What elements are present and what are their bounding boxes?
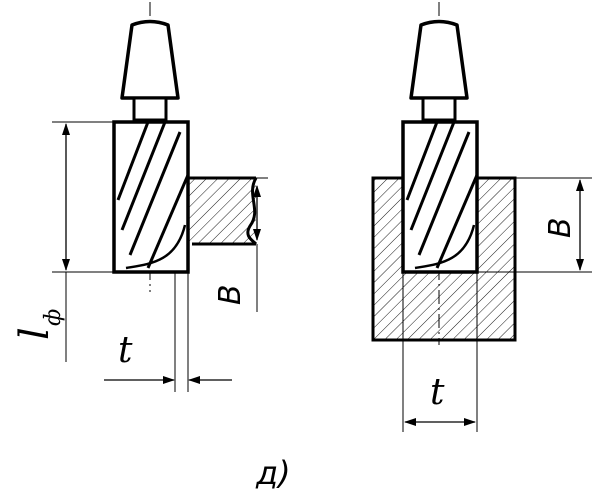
right-view: B t <box>371 2 592 432</box>
right-t-label: t <box>430 372 445 413</box>
right-arbor-neck <box>421 96 457 122</box>
left-b-label: B <box>213 284 248 305</box>
right-b-label: B <box>543 217 578 238</box>
left-view: l ф B t <box>12 2 268 392</box>
left-cutter-flutes <box>116 122 188 270</box>
left-workpiece <box>188 178 256 244</box>
right-arbor-taper <box>409 19 469 100</box>
right-cutter <box>401 120 479 274</box>
lphi-label: l <box>12 327 58 340</box>
left-arbor-neck <box>132 96 168 122</box>
left-t-label: t <box>118 330 133 371</box>
lphi-subscript: ф <box>41 309 66 326</box>
left-arbor-taper <box>120 19 180 100</box>
right-cutter-flutes <box>405 122 477 270</box>
left-cutter <box>112 120 190 274</box>
figure-caption: д) <box>255 454 291 492</box>
